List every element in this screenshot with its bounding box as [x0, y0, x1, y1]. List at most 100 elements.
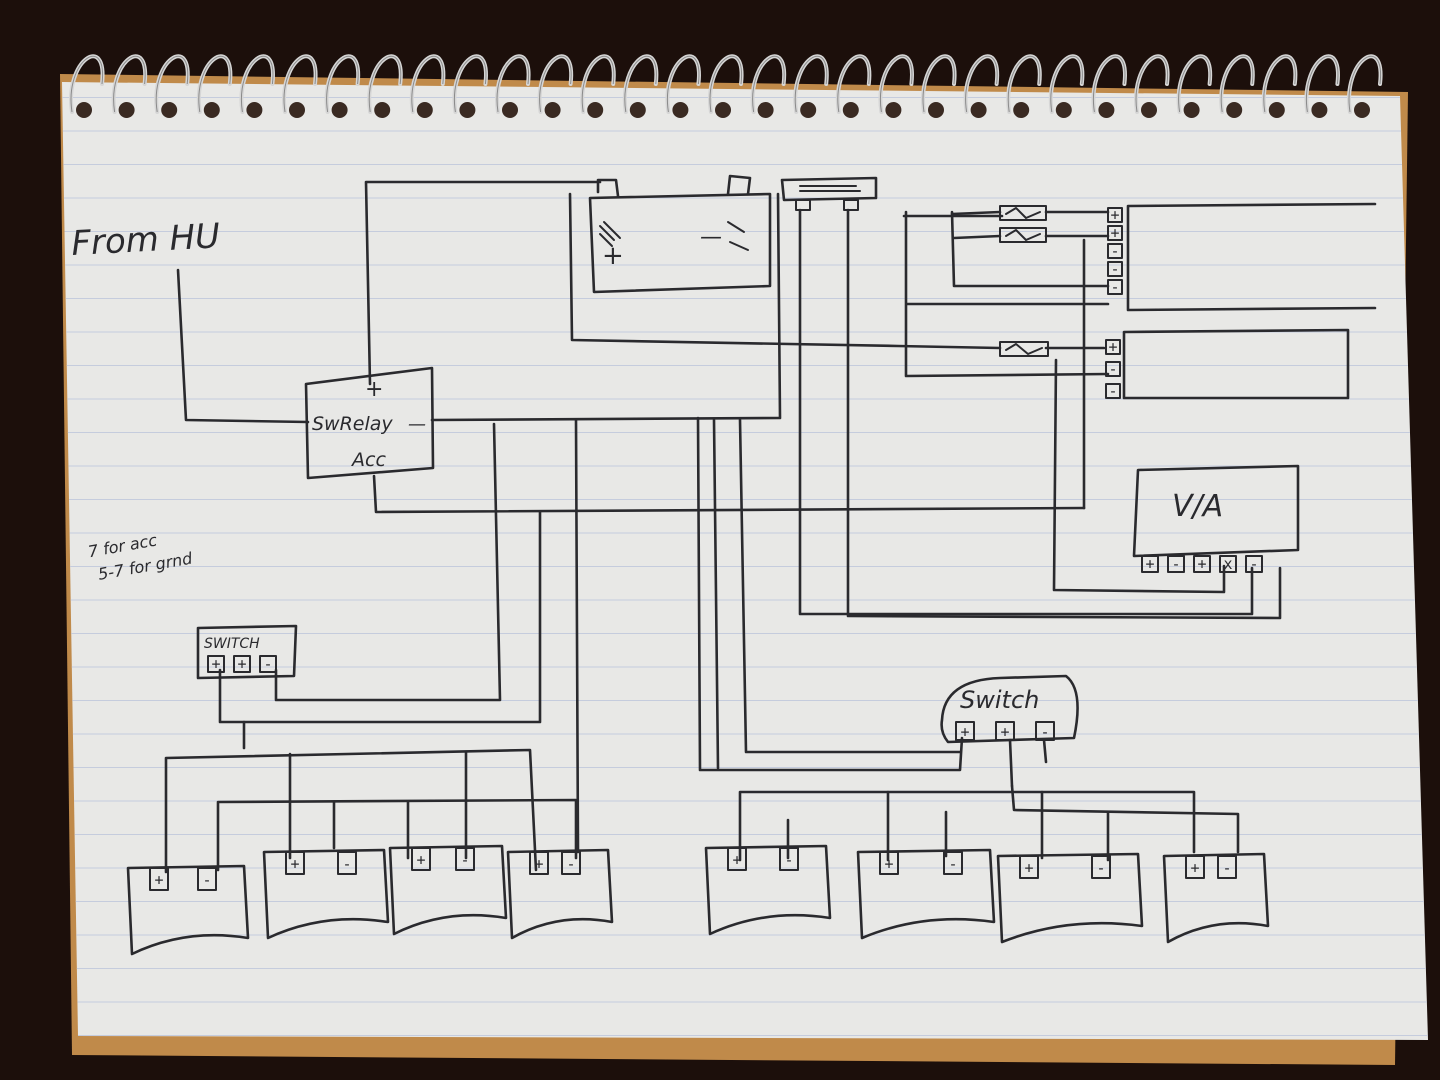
terminal-label: + [1190, 859, 1199, 877]
spiral-ring [239, 54, 275, 118]
spiral-ring [452, 54, 488, 118]
relay-minus: — [408, 414, 426, 435]
spiral-ring [750, 54, 787, 118]
spiral-ring [622, 54, 659, 118]
switch-right-label: Switch [960, 686, 1039, 714]
processor-terminals: +-+x- [1141, 555, 1263, 573]
terminal-label: + [1000, 723, 1009, 741]
terminal-label: - [1110, 260, 1119, 278]
load-box: +- [506, 848, 614, 940]
spiral-ring [69, 54, 105, 118]
spiral-ring [154, 54, 190, 118]
terminal-minus: - [561, 851, 581, 875]
terminal-label: - [263, 655, 272, 673]
terminal-label: + [1024, 859, 1033, 877]
spiral-ring [282, 54, 318, 118]
spiral-ring [708, 54, 744, 118]
load-boxes: +-+-+-+-+-+-+-+- [126, 844, 1270, 956]
amplifier-top: ++--- [1107, 202, 1377, 312]
terminal: - [1167, 555, 1185, 573]
switch-right: Switch + + - [940, 674, 1079, 744]
battery-plus: + [602, 241, 624, 271]
terminal: + [955, 721, 975, 741]
relay-acc: Acc [350, 449, 386, 471]
terminal-label: + [154, 871, 163, 889]
terminal: + [1107, 224, 1123, 242]
terminal-label: - [1108, 382, 1117, 400]
terminal-label: + [1108, 338, 1117, 356]
spiral-ring [580, 54, 616, 118]
terminal-label: - [1110, 242, 1119, 260]
terminal-label: + [211, 655, 220, 673]
terminal: + [233, 655, 251, 673]
terminal-label: - [566, 855, 575, 873]
terminal: + [1141, 555, 1159, 573]
load-box: +- [388, 844, 508, 936]
spiral-ring [1134, 54, 1170, 118]
wiring [164, 180, 1282, 874]
spiral-ring [1006, 54, 1042, 118]
terminal-label: + [534, 855, 543, 873]
spiral-ring [921, 54, 957, 118]
spiral-binding [69, 54, 1383, 118]
terminal-label: + [884, 855, 893, 873]
spiral-ring [1219, 54, 1255, 118]
spiral-ring [537, 54, 574, 118]
spiral-ring [409, 54, 446, 118]
amp-top-terminals: ++--- [1107, 206, 1123, 296]
switch-left-terminals: ++- [207, 655, 277, 673]
terminal-label: + [960, 723, 969, 741]
terminal-minus: - [1091, 855, 1111, 879]
spiral-ring [1091, 54, 1127, 118]
spiral-ring [196, 54, 233, 118]
spiral-ring [367, 54, 403, 118]
terminal-label: x [1223, 555, 1232, 573]
terminal-minus: - [1217, 855, 1237, 879]
terminal-label: + [1110, 224, 1119, 242]
terminal: + [207, 655, 225, 673]
terminal: - [1245, 555, 1263, 573]
switch-left: SWITCH ++- [196, 624, 298, 680]
terminal-label: - [202, 871, 211, 889]
terminal-plus: + [529, 851, 549, 875]
terminal-label: + [416, 851, 425, 869]
terminal-label: - [948, 855, 957, 873]
spiral-ring [835, 54, 872, 118]
spiral-ring [1261, 54, 1298, 118]
terminal-label: - [342, 855, 351, 873]
spiral-ring [1048, 54, 1085, 118]
spiral-ring [793, 54, 829, 118]
load-box: +- [1162, 852, 1270, 944]
terminal-label: + [1110, 206, 1119, 224]
spiral-ring [1176, 54, 1213, 118]
terminal-plus: + [727, 847, 747, 871]
relay-plus: + [365, 377, 383, 402]
terminal: x [1219, 555, 1237, 573]
terminal: + [1107, 206, 1123, 224]
terminal-label: - [460, 851, 469, 869]
spiral-ring [1304, 54, 1340, 118]
spiral-ring [495, 54, 531, 118]
terminal: - [1107, 242, 1123, 260]
terminal-label: - [784, 851, 793, 869]
terminal-label: - [1110, 278, 1119, 296]
spiral-ring [1347, 54, 1383, 118]
terminal-label: + [290, 855, 299, 873]
relay-box: + SwRelay — Acc [304, 366, 435, 480]
terminal-label: - [1040, 723, 1049, 741]
terminal-label: - [1108, 360, 1117, 378]
terminal: - [1105, 360, 1121, 378]
terminal: - [1107, 260, 1123, 278]
terminal-plus: + [411, 847, 431, 871]
terminal-label: - [1249, 555, 1258, 573]
spiral-ring [878, 54, 914, 118]
terminal-minus: - [197, 867, 217, 891]
terminal: + [995, 721, 1015, 741]
spiral-ring [324, 54, 361, 118]
terminal-plus: + [285, 851, 305, 875]
relay-label: SwRelay [312, 413, 393, 435]
spiral-ring [111, 54, 148, 118]
terminal-label: - [1096, 859, 1105, 877]
terminal-label: + [1145, 555, 1154, 573]
